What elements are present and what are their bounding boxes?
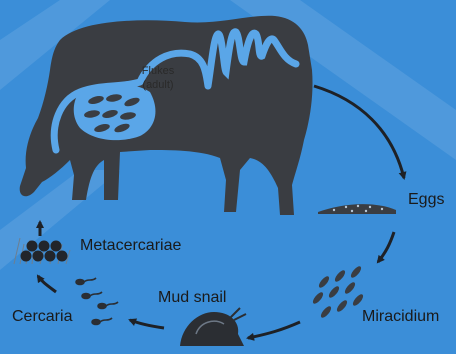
arrow-to-cercaria [130,320,164,328]
mud-snail-label: Mud snail [158,289,226,306]
metacercariae-cysts [21,241,68,262]
egg-pile [318,204,396,214]
arrow-to-miracidium [378,232,394,262]
mud-snail [180,308,246,346]
eggs-label: Eggs [408,191,444,208]
cercaria-larvae [76,278,118,325]
miracidium-label: Miracidium [362,308,439,325]
flukes-sublabel: (adult) [142,79,173,91]
flukes-label: Flukes [142,65,175,77]
arrow-to-snail [248,322,300,338]
arrow-to-metacercariae [38,276,56,292]
miracidium-cluster [311,265,365,320]
metacercariae-label: Metacercariae [80,237,181,254]
cercaria-label: Cercaria [12,308,73,325]
